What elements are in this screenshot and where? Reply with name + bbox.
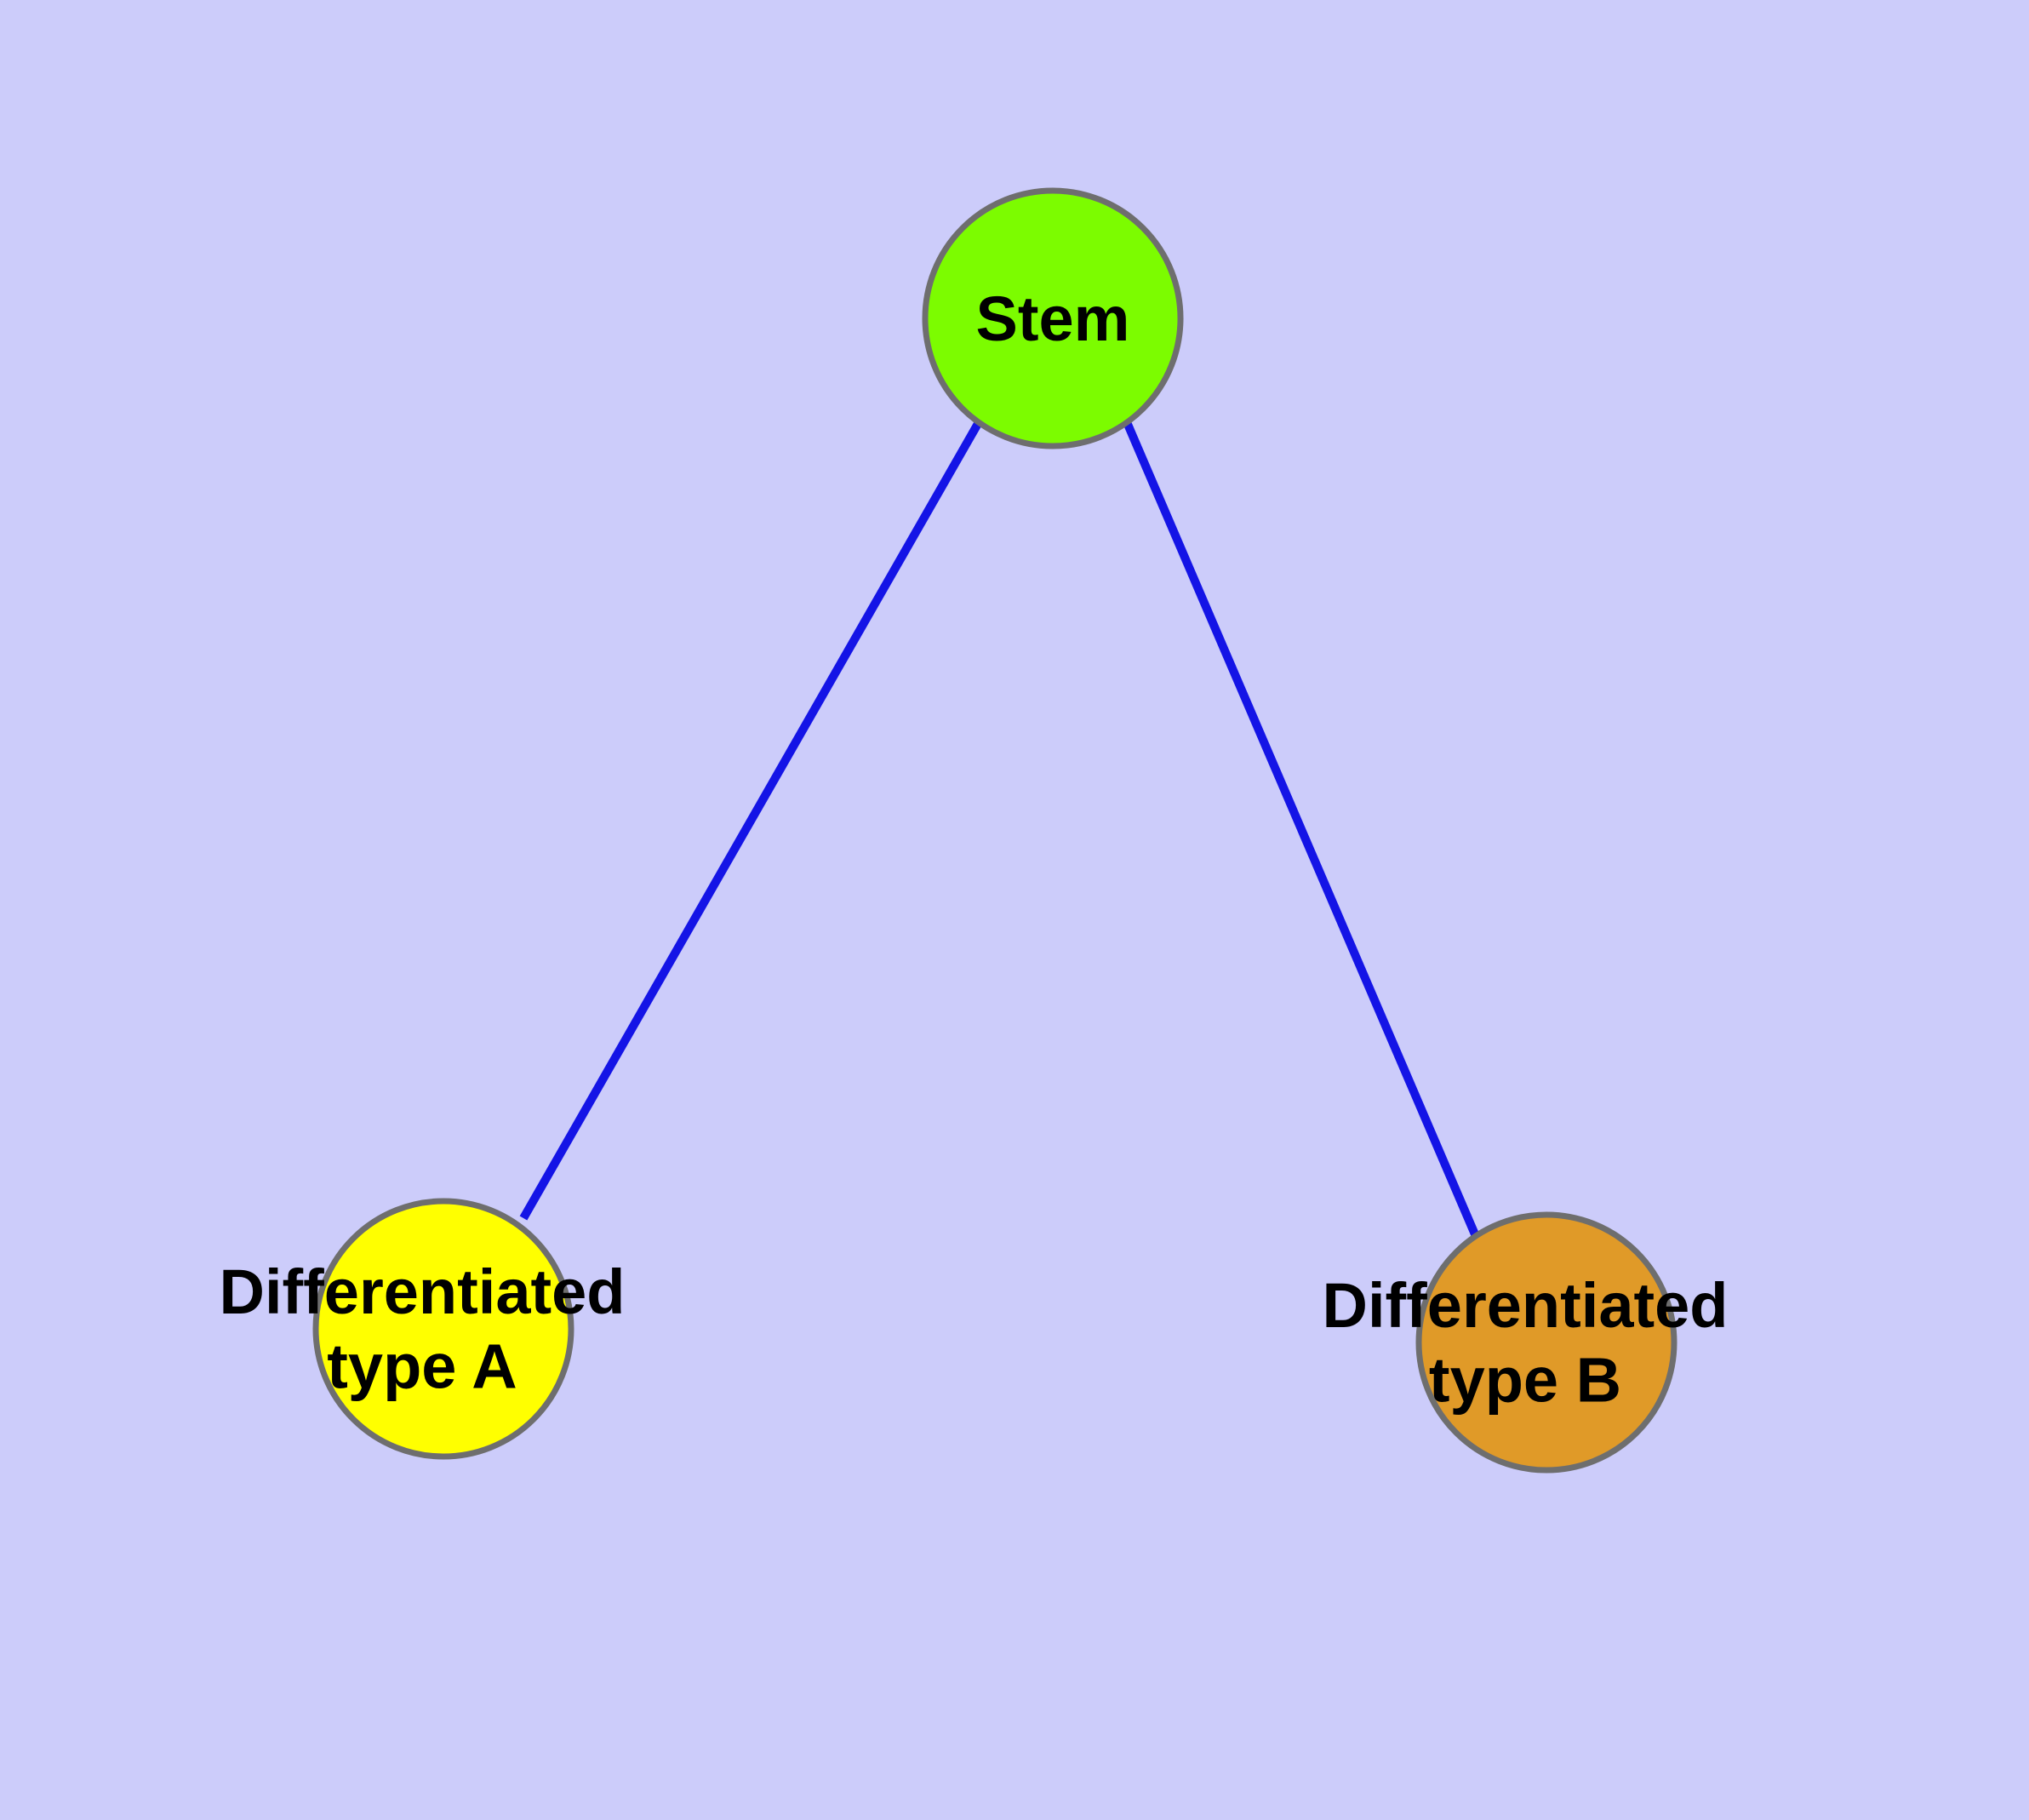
edges-layer — [519, 420, 1479, 1236]
node-label-line: type A — [327, 1331, 517, 1402]
node-label-line: Differentiated — [1323, 1270, 1729, 1341]
node-label-line: Stem — [976, 283, 1130, 354]
node-label-line: type B — [1429, 1345, 1621, 1416]
node-differentiated-type-b-circle[interactable] — [1415, 1211, 1677, 1474]
edge-stem-to-differentiated-type-b[interactable] — [1123, 421, 1479, 1236]
edge-stem-to-differentiated-type-a[interactable] — [519, 420, 983, 1221]
node-stem-circle[interactable] — [922, 187, 1184, 449]
nodes-layer — [312, 187, 1677, 1474]
node-stem-label: Stem — [976, 283, 1130, 354]
node-label-line: Differentiated — [220, 1256, 626, 1327]
node-differentiated-type-a-circle[interactable] — [312, 1198, 574, 1460]
